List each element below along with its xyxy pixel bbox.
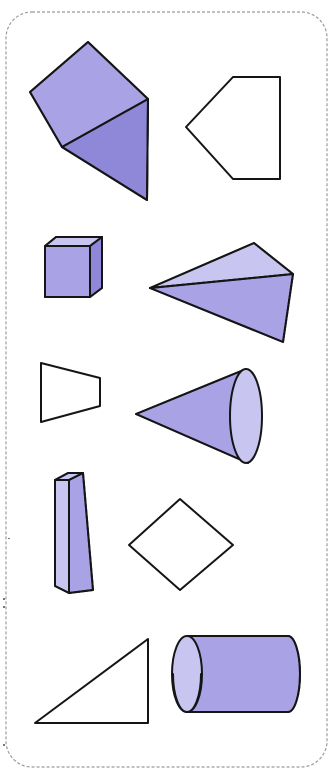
square-pyramid-shape — [30, 42, 148, 200]
triangular-pyramid-shape — [150, 243, 293, 342]
cone-shape — [136, 369, 262, 463]
rectangular-prism-shape — [55, 473, 93, 593]
right-triangle-shape — [35, 639, 148, 723]
pentagon-shape — [186, 77, 280, 179]
rhombus-shape — [129, 499, 233, 590]
cube-shape — [45, 237, 102, 297]
trapezoid-shape — [41, 363, 100, 422]
cylinder-shape — [172, 636, 300, 712]
